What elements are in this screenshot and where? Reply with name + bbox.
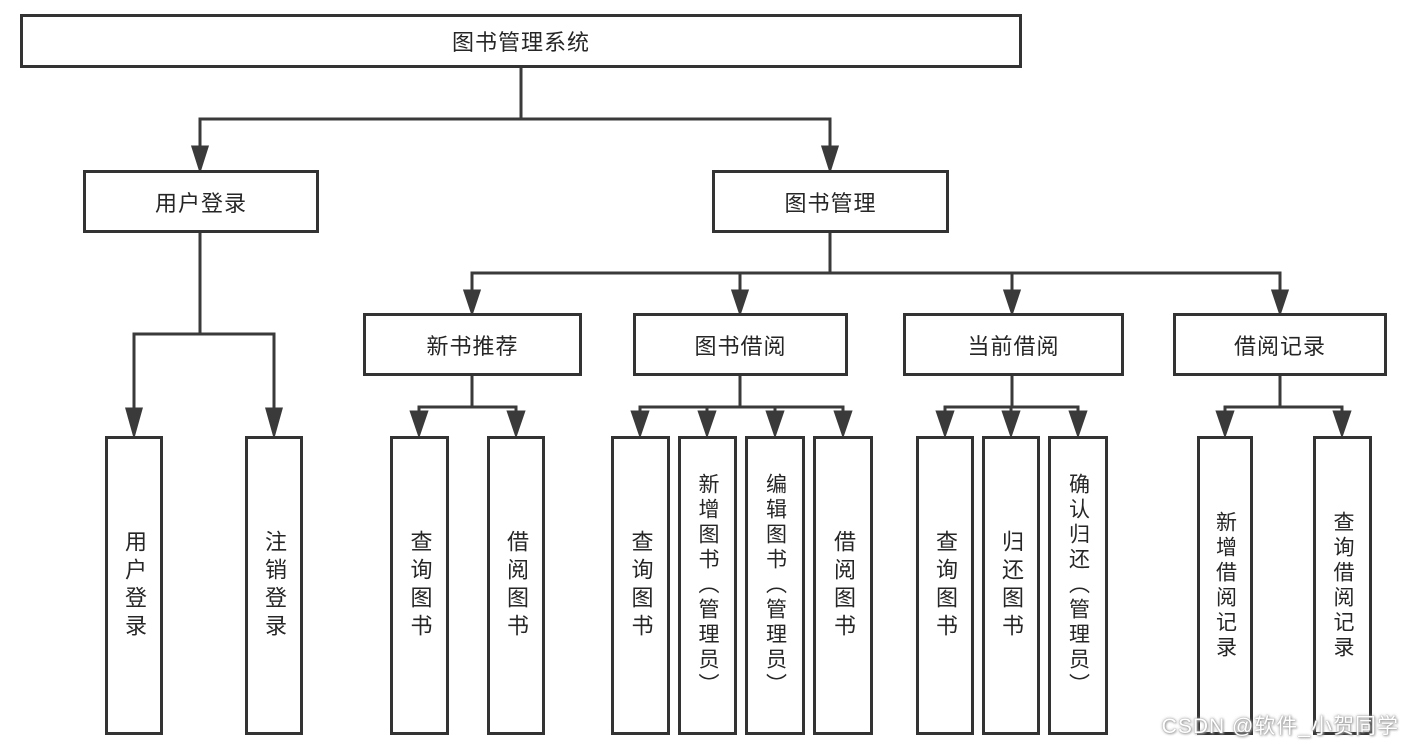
leaf-record-add-label: 新增借阅记录 — [1213, 510, 1237, 661]
connector-user-login — [125, 232, 283, 440]
connector-borrow-record — [1215, 375, 1352, 439]
leaf-current-query-label: 查询图书 — [933, 529, 958, 642]
node-book-borrow-label: 图书借阅 — [694, 333, 787, 359]
leaf-borrow-query-label: 查询图书 — [628, 529, 654, 642]
leaf-record-query-label: 查询借阅记录 — [1331, 510, 1354, 661]
watermark: CSDN @软件_小贺同学 — [1161, 715, 1399, 738]
leaf-current-return-label: 归还图书 — [999, 529, 1024, 642]
connector-book-borrow — [630, 375, 853, 439]
node-current-borrow: 当前借阅 — [903, 313, 1124, 376]
node-book-mgmt: 图书管理 — [712, 170, 949, 233]
leaf-logout-label: 注销登录 — [262, 529, 287, 642]
node-new-book: 新书推荐 — [363, 313, 582, 376]
leaf-borrow-book-label: 借阅图书 — [831, 529, 856, 642]
leaf-user-login: 用户登录 — [105, 436, 163, 735]
node-book-borrow: 图书借阅 — [633, 313, 848, 376]
node-new-book-label: 新书推荐 — [426, 333, 519, 359]
node-book-mgmt-label: 图书管理 — [784, 190, 877, 216]
leaf-current-query: 查询图书 — [916, 436, 974, 735]
leaf-current-return: 归还图书 — [982, 436, 1040, 735]
leaf-newbook-borrow-label: 借阅图书 — [504, 529, 529, 642]
leaf-record-add: 新增借阅记录 — [1197, 436, 1253, 735]
node-root: 图书管理系统 — [20, 14, 1022, 68]
node-borrow-record-label: 借阅记录 — [1233, 333, 1326, 359]
leaf-borrow-book: 借阅图书 — [813, 436, 873, 735]
connector-current-borrow — [935, 375, 1088, 439]
node-user-login-label: 用户登录 — [154, 190, 247, 216]
leaf-newbook-query-label: 查询图书 — [407, 529, 433, 642]
connector-book-mgmt — [462, 232, 1290, 317]
leaf-newbook-borrow: 借阅图书 — [487, 436, 545, 735]
leaf-user-login-label: 用户登录 — [122, 529, 147, 642]
node-borrow-record: 借阅记录 — [1173, 313, 1387, 376]
leaf-newbook-query: 查询图书 — [390, 436, 449, 735]
connector-root — [190, 67, 840, 174]
node-current-borrow-label: 当前借阅 — [967, 333, 1060, 359]
leaf-current-confirm: 确认归还（管理员） — [1048, 436, 1108, 735]
leaf-record-query: 查询借阅记录 — [1313, 436, 1372, 735]
leaf-borrow-edit-label: 编辑图书（管理员） — [763, 473, 787, 698]
leaf-borrow-add: 新增图书（管理员） — [678, 436, 737, 735]
leaf-current-confirm-label: 确认归还（管理员） — [1066, 473, 1090, 698]
node-user-login: 用户登录 — [83, 170, 319, 233]
leaf-borrow-edit: 编辑图书（管理员） — [745, 436, 805, 735]
connector-new-book — [409, 375, 526, 439]
leaf-logout: 注销登录 — [245, 436, 303, 735]
leaf-borrow-query: 查询图书 — [611, 436, 670, 735]
leaf-borrow-add-label: 新增图书（管理员） — [696, 473, 719, 698]
node-root-label: 图书管理系统 — [451, 30, 590, 55]
